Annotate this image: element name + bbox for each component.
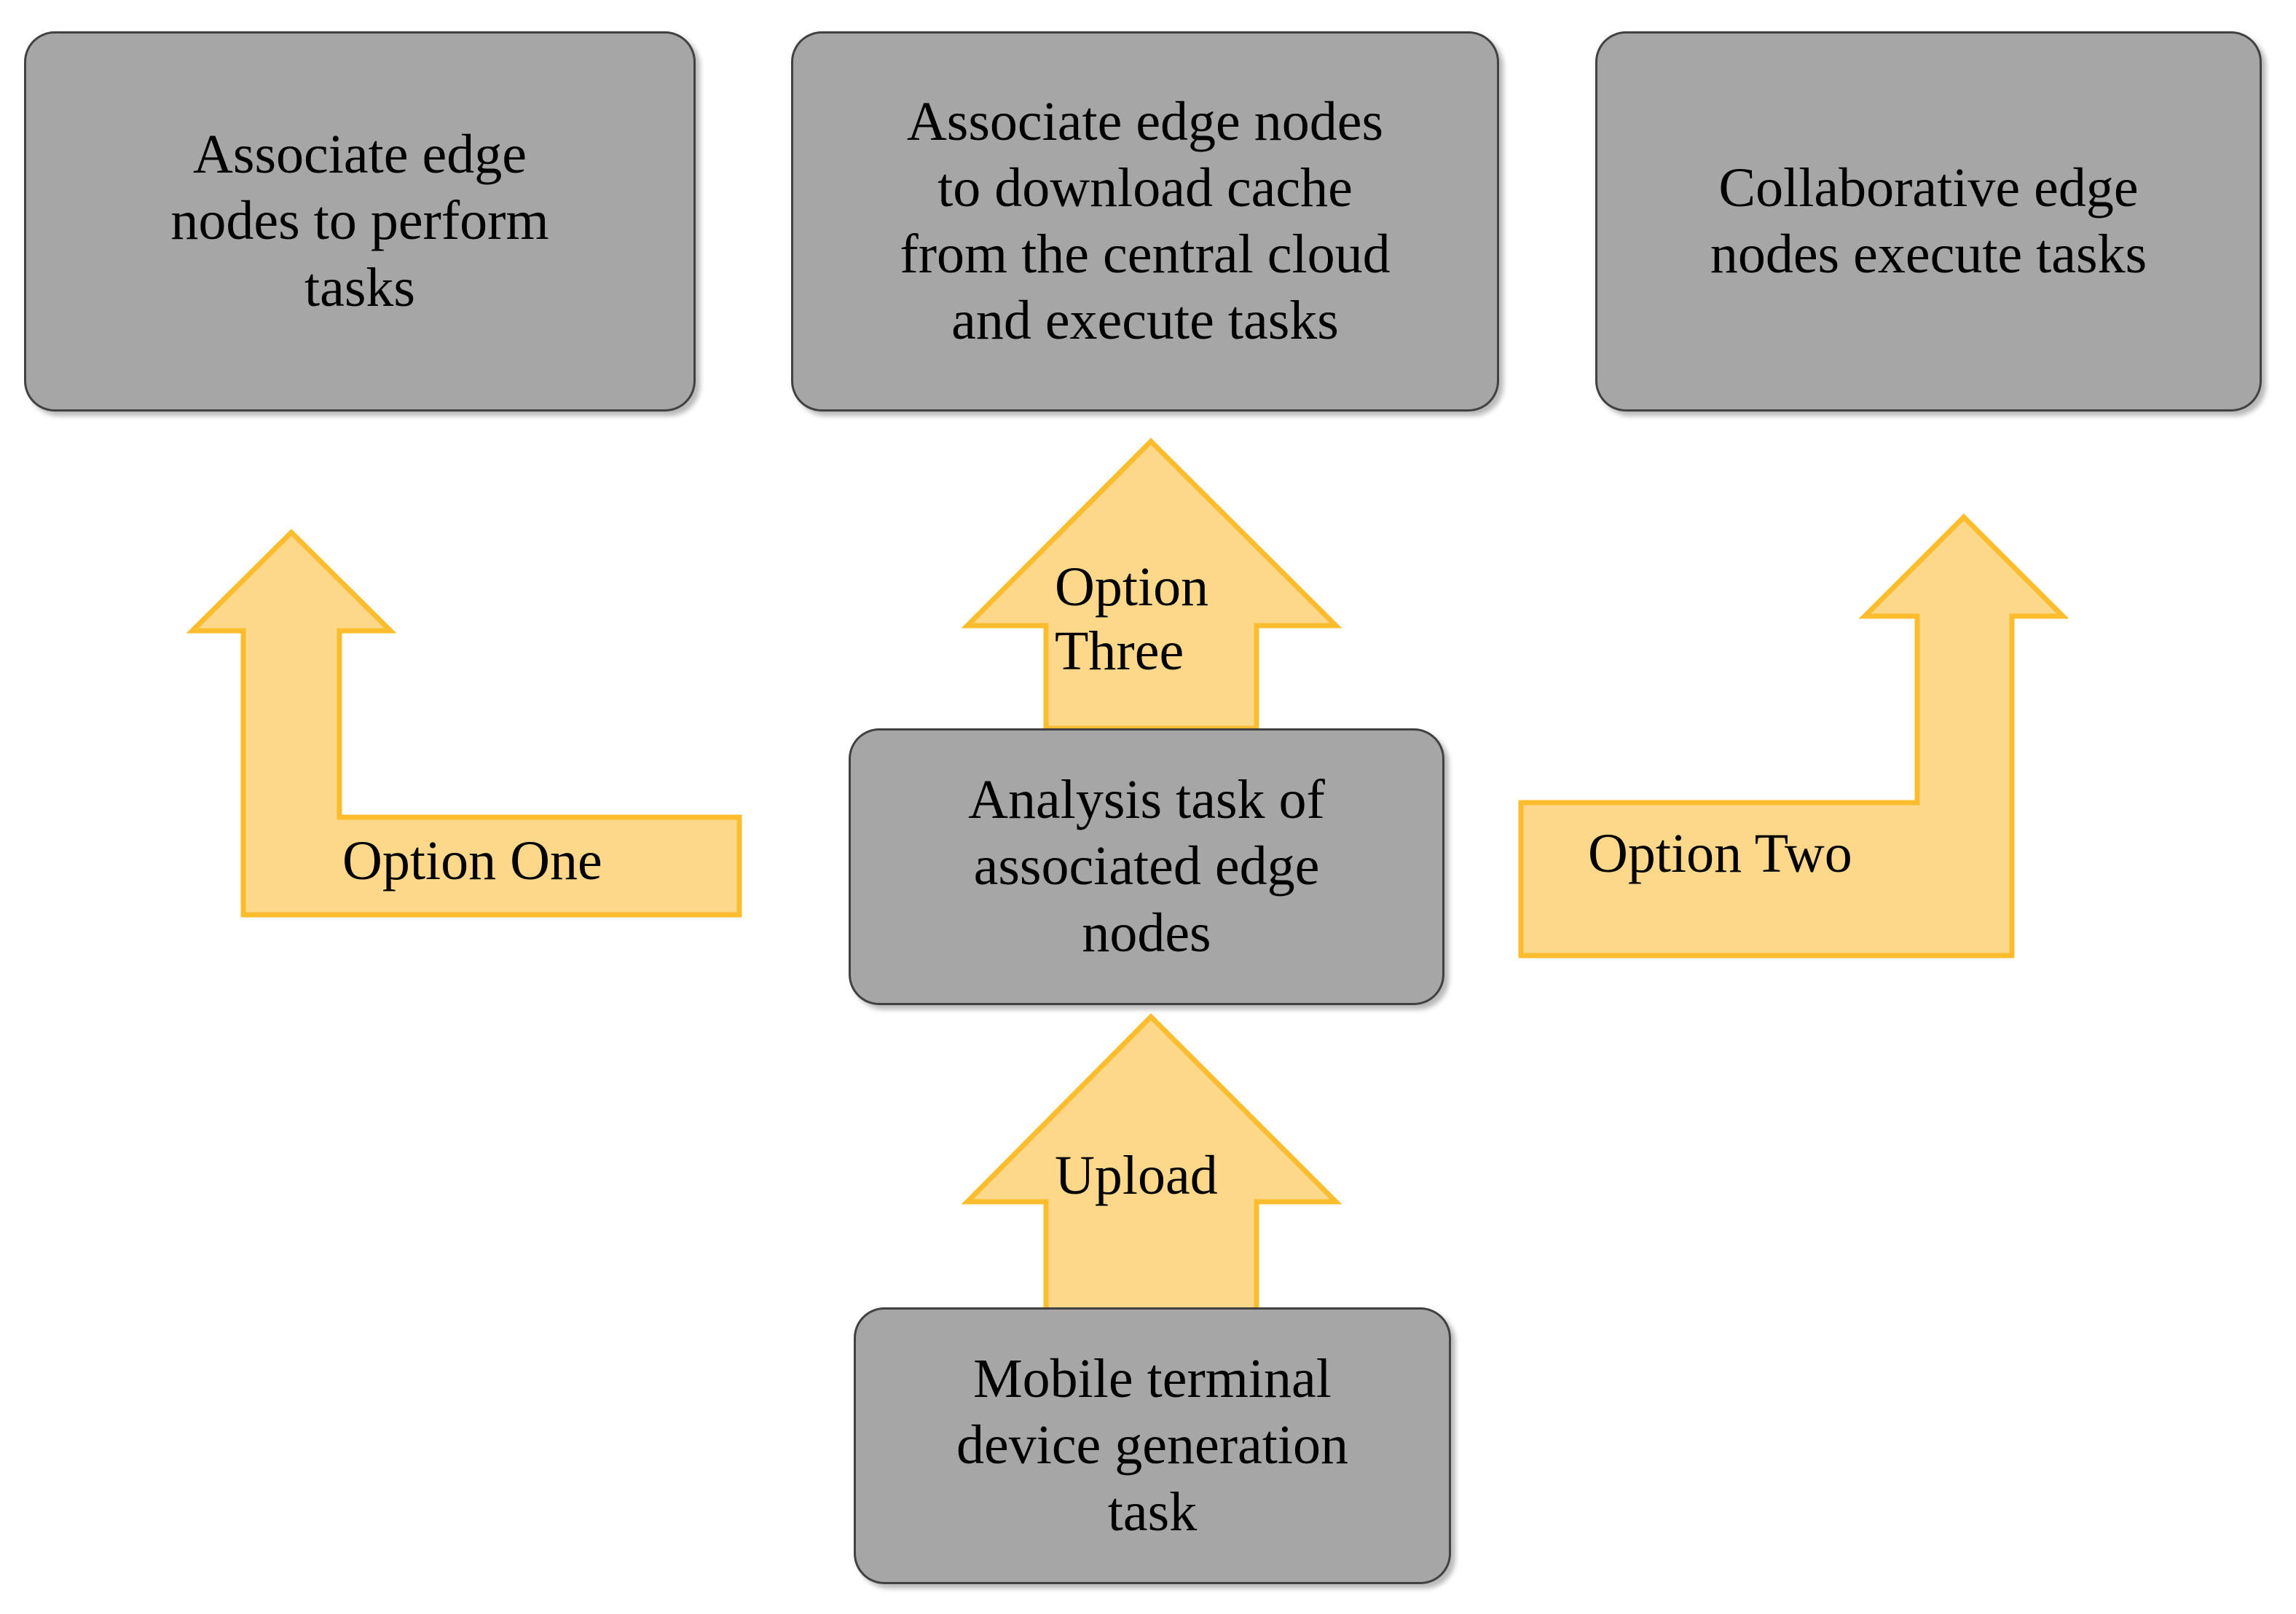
arrow-upload-shape xyxy=(961,1013,1342,1314)
node-analysis-task[interactable]: Analysis task of associated edge nodes xyxy=(849,728,1444,1005)
node-label-option-three-outcome: Associate edge nodes to download cache f… xyxy=(900,90,1391,352)
arrow-option-two-shape xyxy=(1518,513,2069,958)
arrow-option-one-shape xyxy=(186,529,742,918)
node-label-option-two-outcome: Collaborative edge nodes execute tasks xyxy=(1710,157,2147,285)
node-option-three-outcome[interactable]: Associate edge nodes to download cache f… xyxy=(791,31,1499,412)
arrow-option-three-shape xyxy=(961,438,1342,731)
node-label-analysis-task: Analysis task of associated edge nodes xyxy=(968,769,1325,964)
node-mobile-terminal-task[interactable]: Mobile terminal device generation task xyxy=(854,1307,1451,1584)
node-label-option-one-outcome: Associate edge nodes to perform tasks xyxy=(170,124,549,318)
node-label-mobile-terminal-task: Mobile terminal device generation task xyxy=(956,1348,1349,1543)
node-option-two-outcome[interactable]: Collaborative edge nodes execute tasks xyxy=(1595,31,2262,412)
node-option-one-outcome[interactable]: Associate edge nodes to perform tasks xyxy=(24,31,696,412)
